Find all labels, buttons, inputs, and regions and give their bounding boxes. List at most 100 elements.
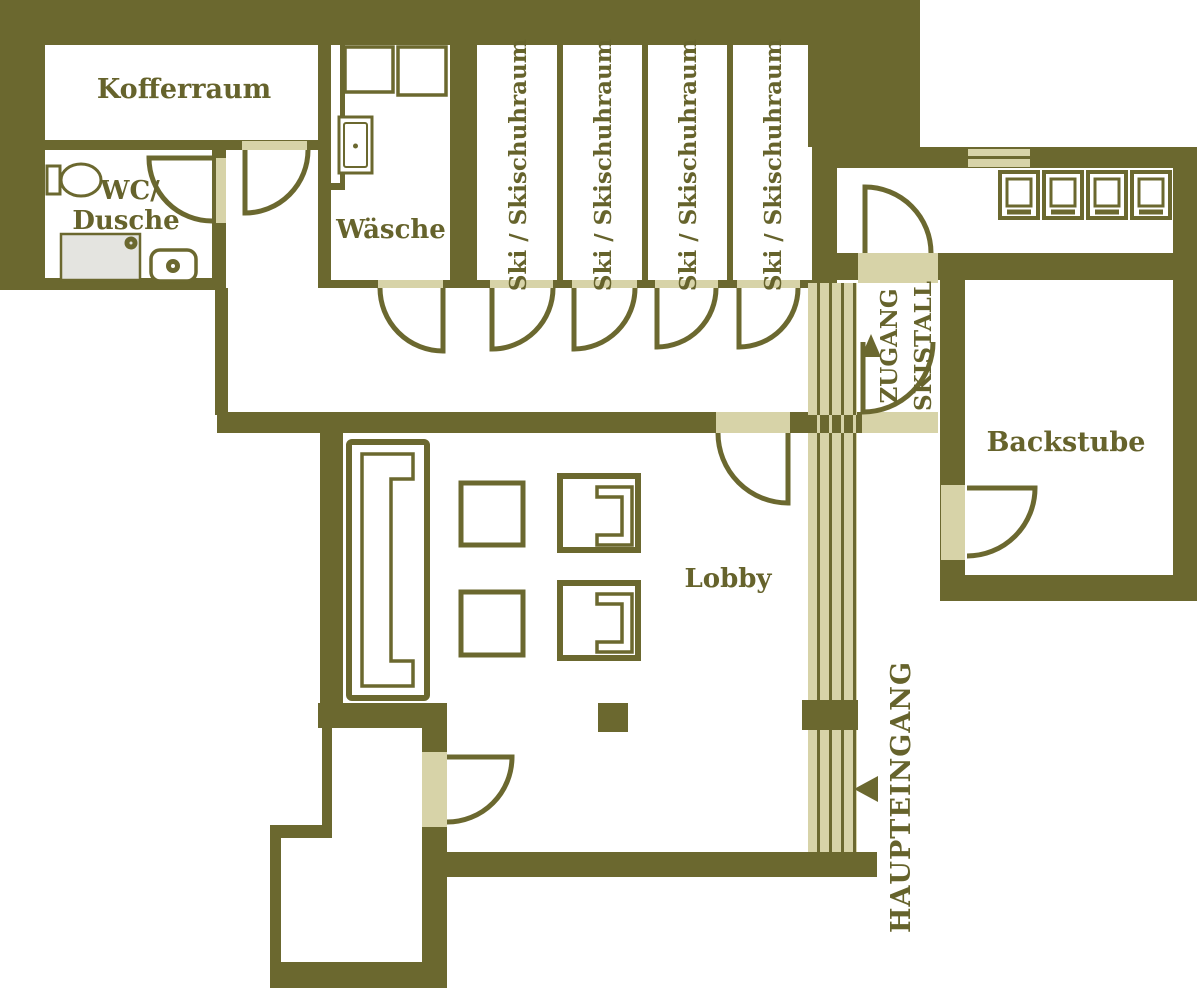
room-label-ski-4: Ski / Skischuhraum [760, 39, 787, 291]
glass-mullion [853, 415, 856, 433]
window-backstube [968, 159, 1030, 167]
wall [270, 825, 332, 838]
fixtures [45, 45, 1172, 732]
wc-sink-drain [166, 259, 180, 273]
room-label-ski-2: Ski / Skischuhraum [590, 39, 617, 291]
wall [423, 852, 877, 877]
glass-mullion [829, 415, 832, 433]
wall [557, 45, 563, 280]
arrows [854, 334, 881, 802]
lobby-armchair-back [595, 592, 634, 654]
door-arc-ovenroom [862, 184, 934, 254]
wall [322, 728, 332, 830]
door-arc-ski-1 [489, 287, 556, 352]
wall [270, 962, 447, 988]
glass-mullion [817, 415, 820, 433]
shower-tray [59, 232, 142, 282]
door-arc-skistall [860, 341, 936, 415]
door-opening-extension [422, 752, 447, 827]
room-label-wc-line2: Dusche [72, 206, 179, 236]
door-arc-ski-4 [736, 287, 801, 350]
labels: Kofferraum WC/ Dusche Wäsche Ski / Skisc… [72, 39, 1145, 933]
door-opening-ski-3 [655, 280, 718, 288]
glass-wall-lobby-lower [808, 730, 857, 852]
lobby-armchair-back [595, 485, 634, 547]
wall [940, 575, 1197, 601]
oven [1042, 170, 1084, 220]
oven [998, 170, 1040, 220]
wall [0, 45, 45, 290]
lobby-table [458, 589, 526, 658]
glass-walls [808, 283, 857, 852]
door-arc-backstube [966, 485, 1038, 559]
door-arc-kofferraum [242, 149, 311, 216]
wall [45, 140, 330, 150]
glass-wall-skistall [808, 283, 857, 415]
wc-sink [149, 248, 198, 283]
toilet-bowl [59, 162, 103, 198]
haupteingang-arrow-icon [854, 776, 878, 802]
entrance-pier-wall [802, 700, 858, 730]
room-label-kofferraum: Kofferraum [97, 74, 271, 105]
door-opening-backstube [941, 485, 965, 560]
shower-drain [124, 236, 138, 250]
annotation-zugang-line2: SKISTALL [910, 281, 937, 411]
washing-machine [396, 45, 448, 97]
toilet-tank [45, 164, 62, 196]
wall [450, 45, 477, 280]
washing-machine [343, 45, 395, 94]
room-label-ski-3: Ski / Skischuhraum [675, 39, 702, 291]
door-arc-wc [146, 155, 213, 224]
zugang-arrow-icon [861, 334, 881, 357]
wall [642, 45, 648, 280]
door-opening-kofferraum [242, 141, 307, 150]
door-arc-ski-2 [571, 287, 638, 352]
room-label-wc-line1: WC/ [99, 176, 160, 206]
wall [0, 0, 920, 45]
door-swings [146, 149, 1038, 825]
door-opening-ski-1 [490, 280, 553, 288]
door-arc-lobby [715, 432, 791, 506]
openings [216, 141, 1030, 827]
room-label-backstube: Backstube [987, 427, 1146, 458]
wall [270, 838, 281, 962]
wall [320, 433, 343, 703]
wall [1173, 168, 1197, 601]
wall [215, 288, 228, 415]
wall [812, 147, 837, 283]
room-label-waesche: Wäsche [335, 215, 446, 245]
door-opening-lobby [716, 412, 790, 433]
lobby-column [598, 703, 628, 732]
door-arc-extension [446, 754, 515, 825]
door-arc-ski-3 [654, 287, 719, 350]
door-opening-ski-4 [737, 280, 800, 288]
wall [727, 45, 733, 280]
oven [1130, 170, 1172, 220]
wall [318, 703, 447, 728]
oven [1086, 170, 1128, 220]
wall [330, 280, 813, 288]
door-opening-skistall-bottom [862, 412, 938, 433]
reception-desk-counter [360, 452, 415, 688]
wall [330, 183, 345, 190]
glass-wall-lobby-upper [808, 433, 857, 700]
wall [808, 0, 920, 147]
glass-mullion [841, 415, 844, 433]
door-arc-waesche [377, 287, 446, 354]
lobby-table [458, 480, 526, 548]
wall [837, 147, 1197, 168]
room-label-ski-1: Ski / Skischuhraum [505, 39, 532, 291]
window-backstube [968, 149, 1030, 156]
door-opening-waesche [378, 280, 443, 288]
wall [318, 45, 331, 288]
wall [217, 412, 862, 433]
door-opening-ski-2 [572, 280, 637, 288]
annotation-zugang-line1: ZUGANG [876, 289, 903, 404]
room-label-lobby: Lobby [684, 564, 772, 594]
laundry-sink-drain [353, 143, 358, 149]
door-opening-skistall-top [858, 253, 938, 283]
door-opening-wc [216, 158, 226, 223]
